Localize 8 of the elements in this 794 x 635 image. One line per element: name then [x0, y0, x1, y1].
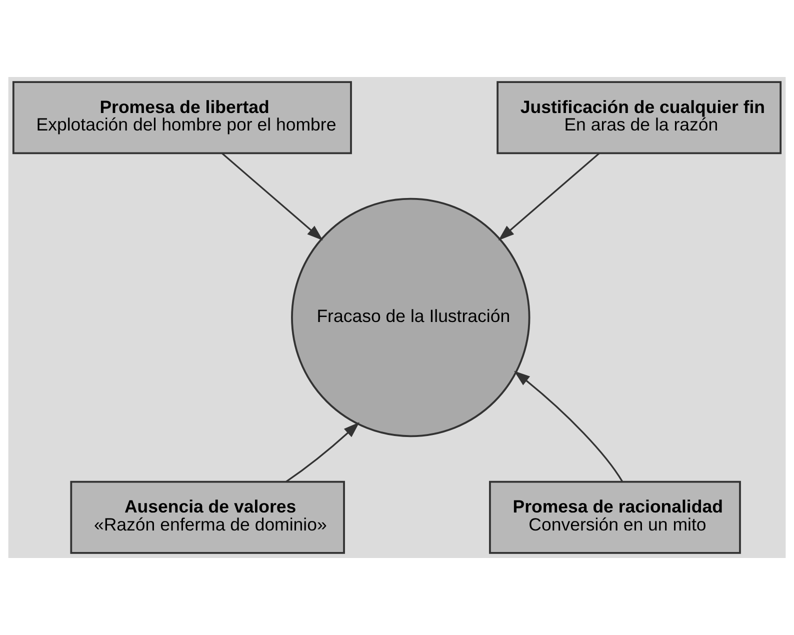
arrow [498, 152, 600, 241]
arrow [514, 370, 623, 482]
node-box: Ausencia de valores «Razón enferma de dominio» [70, 480, 345, 554]
node-box: Promesa de libertad Explotación del hombre por el hombre [12, 81, 352, 154]
arrow [286, 422, 360, 482]
node-box: Promesa de racionalidad Conversión en un mito [489, 480, 741, 554]
node-box: Justificación de cualquier fin En aras de la razón [496, 81, 782, 154]
arrow [221, 152, 323, 241]
